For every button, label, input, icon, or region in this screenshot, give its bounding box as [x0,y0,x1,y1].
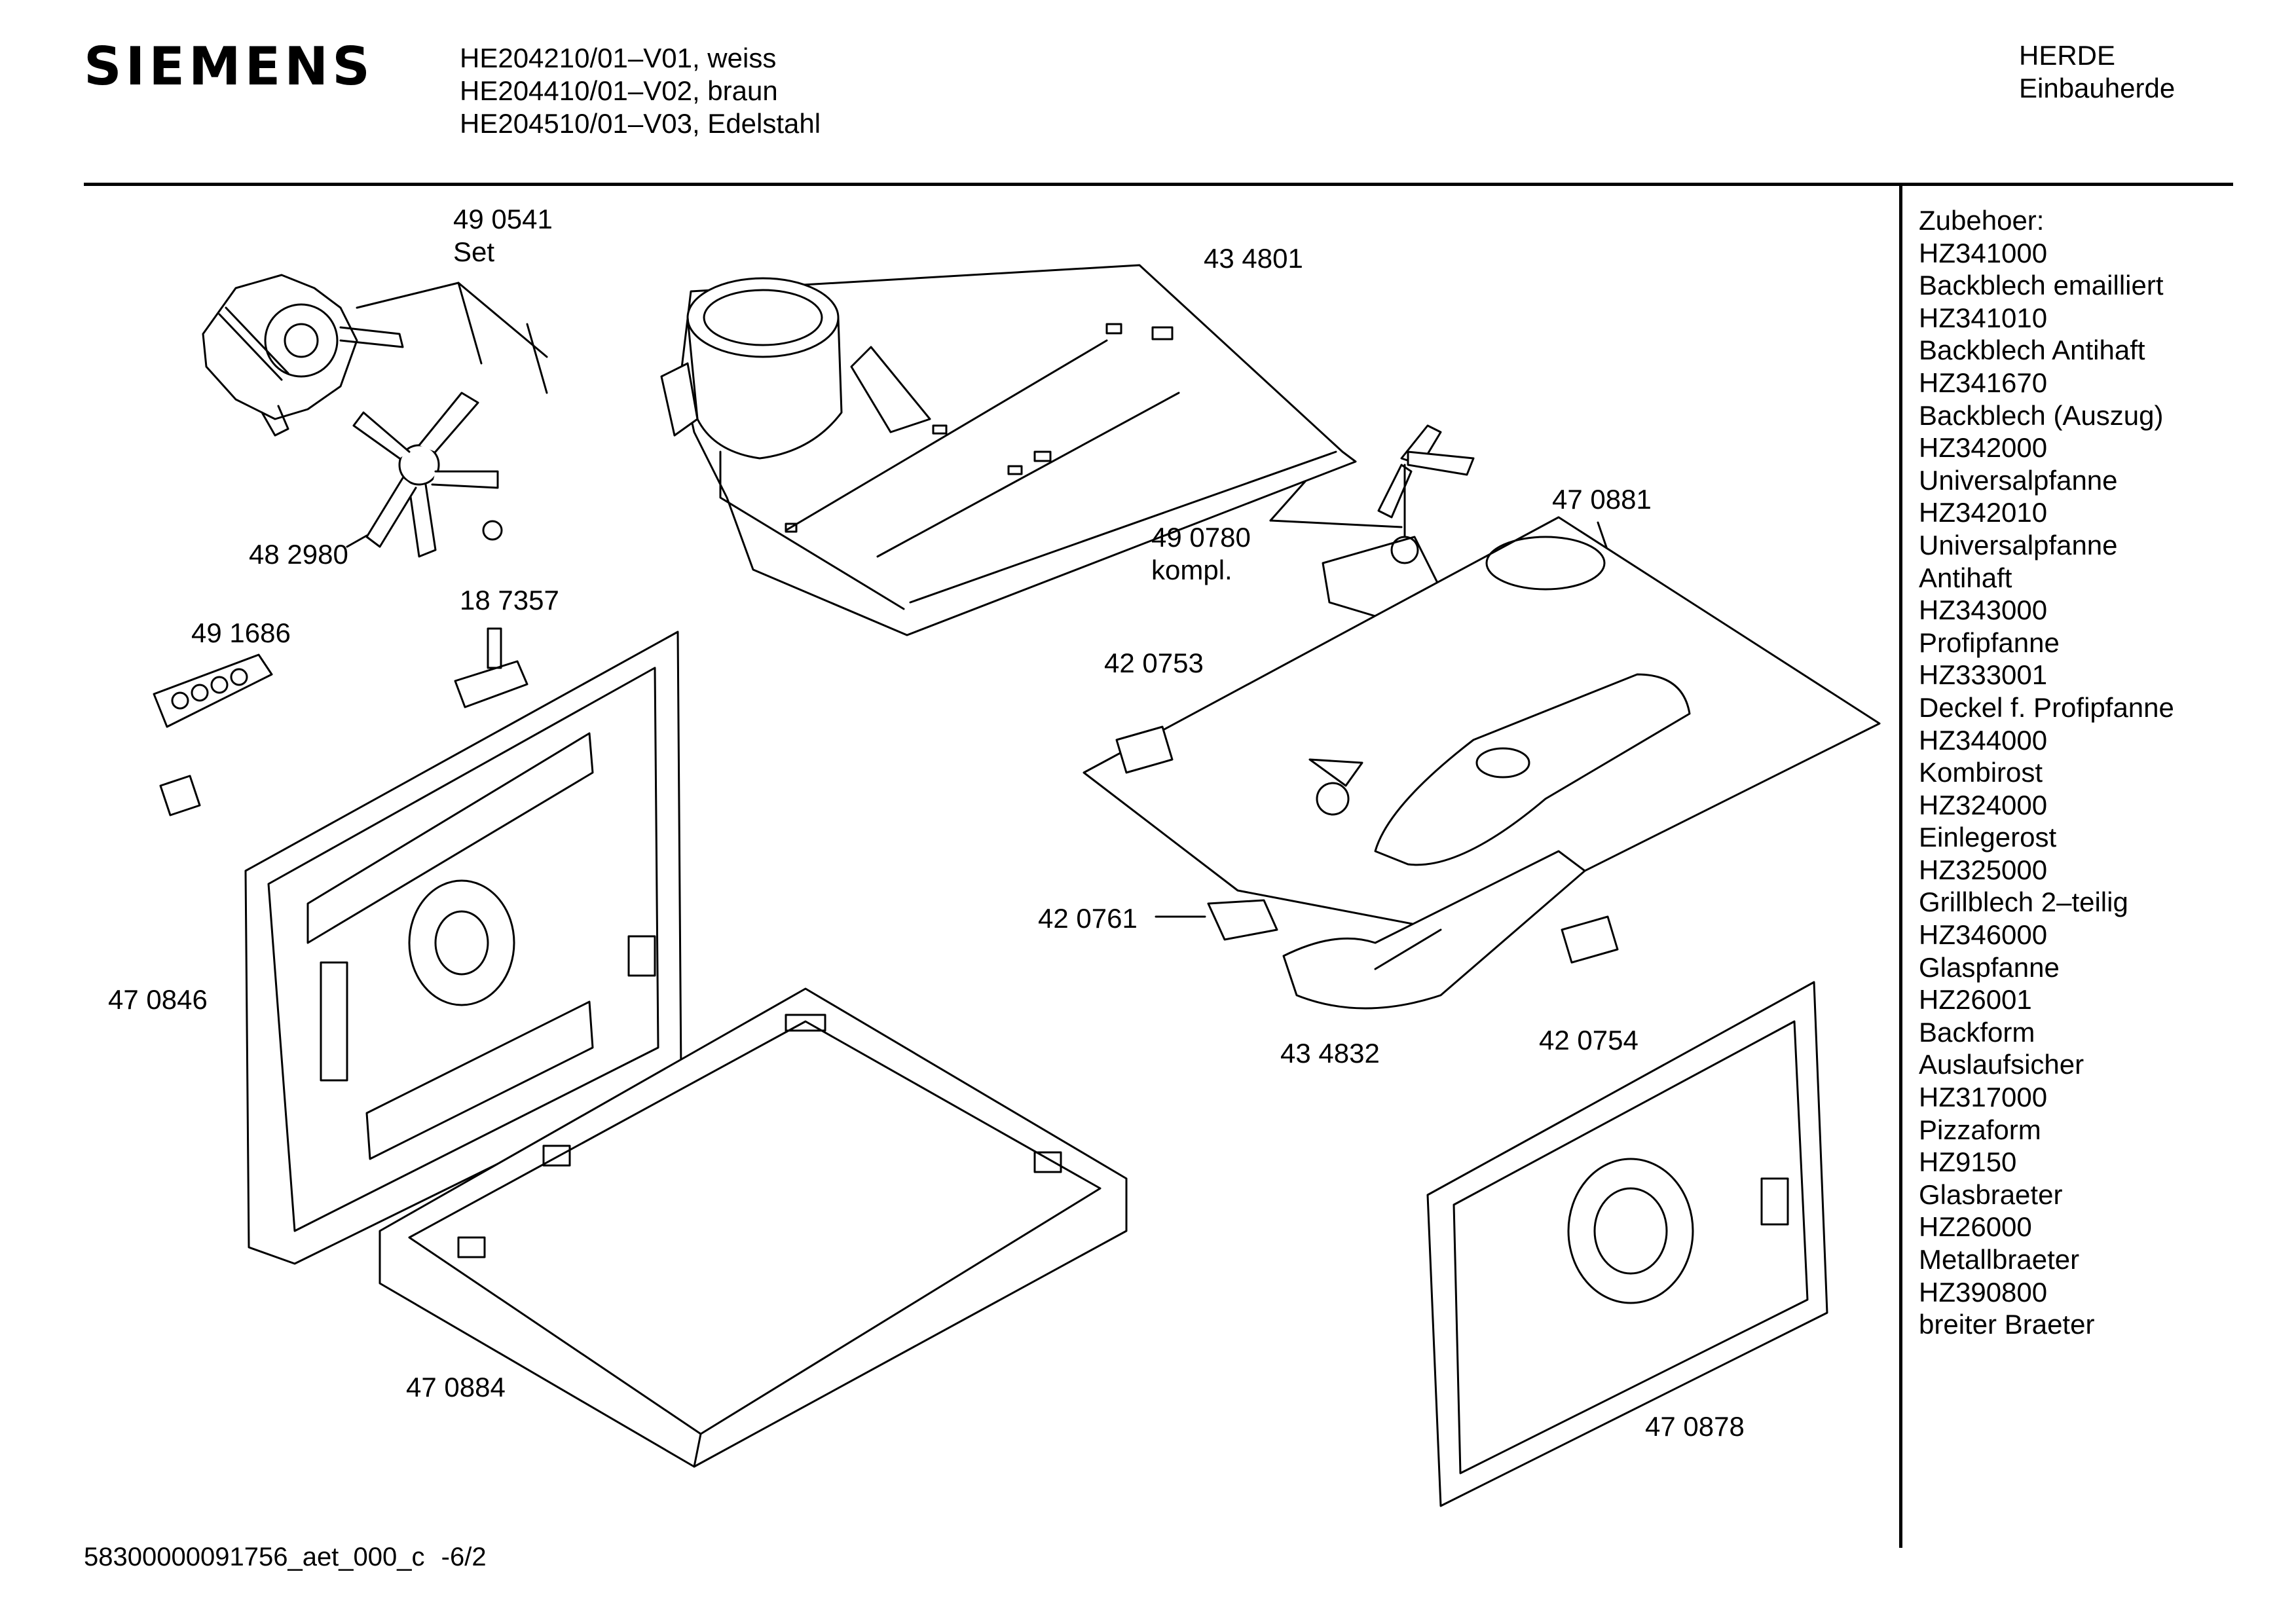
accessory-line: Grillblech 2–teilig [1919,887,2128,918]
document-footer: 58300000091756_aet_000_c -6/2 [84,1543,487,1572]
label-482980: 48 2980 [249,539,348,570]
accessory-line: HZ341670 [1919,367,2048,398]
accessory-line: Backblech Antihaft [1919,335,2145,366]
accessory-line: Auslaufsicher [1919,1049,2084,1080]
accessory-line: Glasbraeter [1919,1179,2063,1210]
accessory-line: HZ341000 [1919,237,2048,268]
part-434801-duct-plate [660,264,1357,636]
accessory-line: HZ343000 [1919,595,2048,626]
accessory-line: Backblech emailliert [1919,270,2164,301]
accessory-line: HZ333001 [1919,659,2048,691]
header-divider [84,183,2233,186]
label-420753: 42 0753 [1104,648,1204,678]
label-490780: 49 0780 kompl. [1151,521,1251,587]
accessory-line: Zubehoer: [1919,205,2045,236]
part-482980-fan-impeller [352,392,503,558]
accessory-line: HZ344000 [1919,724,2048,756]
accessory-line: Pizzaform [1919,1114,2041,1145]
accessory-line: HZ9150 [1919,1146,2017,1178]
accessory-line: Backform [1919,1016,2035,1048]
label-434801: 43 4801 [1204,243,1303,274]
accessory-line: HZ342000 [1919,432,2048,464]
label-420761: 42 0761 [1038,903,1138,934]
label-187357: 18 7357 [460,585,559,615]
sidebar-divider [1899,186,1902,1548]
accessory-line: Einlegerost [1919,822,2057,853]
label-470884: 47 0884 [406,1372,506,1402]
accessory-line: Universalpfanne [1919,529,2118,560]
accessory-line: HZ317000 [1919,1082,2048,1113]
accessory-line: Metallbraeter [1919,1244,2080,1275]
document-id: 58300000091756_aet_000_c [84,1543,425,1571]
part-434832-bracket [1282,850,1586,1010]
category-line: HERDE [2019,40,2116,71]
part-470878-fan-panel [1426,981,1828,1507]
part-number: 49 0541 [453,204,553,234]
appliance-category: HERDE Einbauherde [2019,39,2175,105]
part-491686-terminal-block [153,653,273,816]
accessory-line: HZ342010 [1919,497,2048,528]
part-470884-bottom-tray [379,987,1128,1468]
model-list: HE204210/01–V01, weiss HE204410/01–V02, … [460,42,821,140]
exploded-view-drawing [153,264,1881,1507]
label-470878: 47 0878 [1645,1411,1745,1442]
accessory-line: HZ346000 [1919,919,2048,951]
accessory-line: HZ26000 [1919,1211,2032,1243]
part-420753-thermostat [1115,725,1174,774]
accessory-line: Backblech (Auszug) [1919,399,2164,431]
accessory-line: HZ341010 [1919,302,2048,333]
label-420754: 42 0754 [1539,1025,1639,1055]
accessory-line: HZ325000 [1919,854,2048,885]
accessory-line: HZ390800 [1919,1276,2048,1308]
part-note: Set [453,236,495,267]
accessory-line: Antihaft [1919,562,2012,593]
accessory-line: Deckel f. Profipfanne [1919,691,2174,723]
page-number: -6/2 [441,1543,487,1571]
part-number: 49 0780 [1151,522,1251,553]
part-420754-thermostat [1561,915,1619,964]
model-line: HE204410/01–V02, braun [460,75,778,106]
accessory-line: Profipfanne [1919,627,2060,658]
model-line: HE204510/01–V03, Edelstahl [460,108,821,139]
accessory-line: Glaspfanne [1919,951,2060,983]
part-note: kompl. [1151,555,1232,585]
part-187357-switch [454,627,528,708]
accessory-line: HZ324000 [1919,789,2048,820]
accessories-list: Zubehoer: HZ341000 Backblech emailliert … [1919,204,2174,1341]
part-420761-small-bracket [1207,899,1278,941]
accessory-line: Kombirost [1919,757,2043,788]
part-470881-top-plate [1083,516,1881,934]
accessory-line: HZ26001 [1919,984,2032,1016]
label-470881: 47 0881 [1552,484,1652,515]
label-434832: 43 4832 [1280,1038,1380,1069]
accessory-line: Universalpfanne [1919,464,2118,496]
category-line: Einbauherde [2019,73,2176,103]
brand-logo: SIEMENS [84,36,374,97]
part-490541-fan-motor [202,274,404,437]
label-491686: 49 1686 [191,617,291,648]
accessory-line: breiter Braeter [1919,1309,2095,1340]
label-490541: 49 0541 Set [453,203,553,268]
model-line: HE204210/01–V01, weiss [460,43,777,73]
label-470846: 47 0846 [108,984,208,1015]
